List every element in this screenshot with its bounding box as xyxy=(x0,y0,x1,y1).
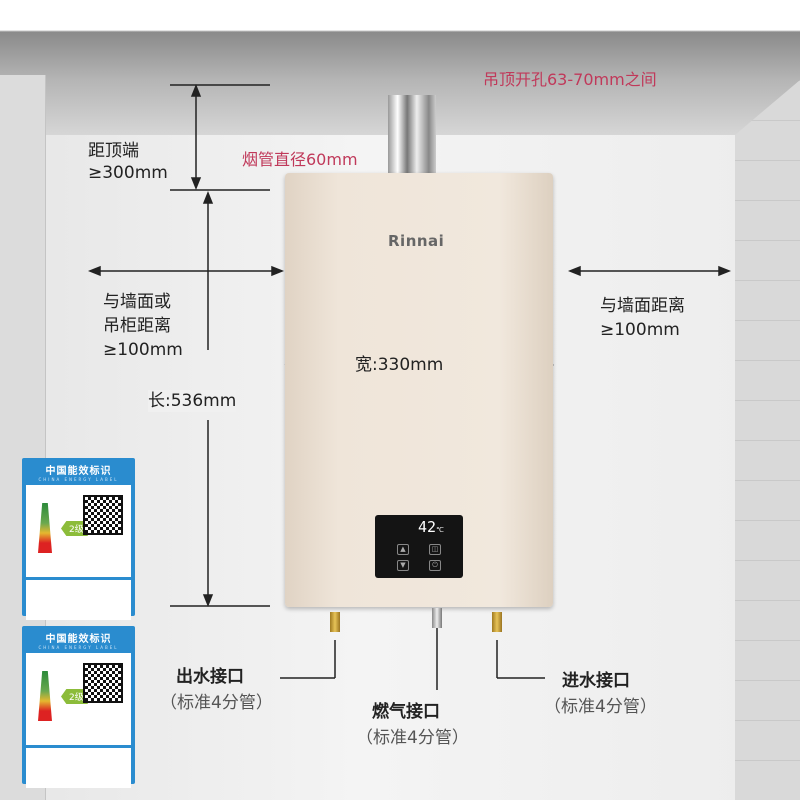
energy-label-2: 中国能效标识 CHINA ENERGY LABEL 2级 xyxy=(22,626,135,788)
brand-logo: Rinnai xyxy=(388,232,445,250)
gas-port-spec: （标准4分管） xyxy=(356,728,469,748)
inlet-fitting xyxy=(492,612,502,632)
inlet-port-name: 进水接口 xyxy=(562,671,630,691)
gas-port-name: 燃气接口 xyxy=(372,702,440,722)
energy-label-footer xyxy=(26,748,131,788)
energy-label-title: 中国能效标识 xyxy=(45,634,112,645)
energy-label-subtitle: CHINA ENERGY LABEL xyxy=(38,645,119,650)
outlet-port-name: 出水接口 xyxy=(176,667,244,687)
top-clearance-line1: 距顶端 xyxy=(88,141,139,161)
right-clearance-label: 与墙面距离 ≥100mm xyxy=(600,294,685,342)
up-button[interactable]: ▲ xyxy=(397,544,409,555)
top-clearance-line2: ≥300mm xyxy=(88,163,168,183)
left-clearance-label: 与墙面或吊柜距离 ≥100mm xyxy=(103,290,183,362)
energy-label-1: 中国能效标识 CHINA ENERGY LABEL 2级 xyxy=(22,458,135,620)
right-clearance-line1: 与墙面距离 xyxy=(600,296,685,316)
left-clearance-line3: ≥100mm xyxy=(103,340,183,360)
energy-label-subtitle: CHINA ENERGY LABEL xyxy=(38,477,119,482)
flue-diameter-note: 烟管直径60mm xyxy=(242,150,358,169)
temperature-unit: ℃ xyxy=(436,526,444,534)
height-label: 长:536mm xyxy=(148,390,237,412)
ceiling-hole-note: 吊顶开孔63-70mm之间 xyxy=(483,70,657,89)
qr-code xyxy=(83,663,123,703)
outlet-fitting xyxy=(330,612,340,632)
top-clearance-label: 距顶端≥300mm xyxy=(88,140,168,184)
power-button[interactable]: ⏻ xyxy=(429,560,441,571)
control-panel: ▲ ▼ ◫ ⏻ xyxy=(375,515,463,578)
left-clearance-line2: 吊柜距离 xyxy=(103,316,171,336)
efficiency-bars xyxy=(38,671,52,721)
energy-label-footer xyxy=(26,580,131,620)
grade-badge: 2级 xyxy=(61,521,88,536)
left-clearance-line1: 与墙面或 xyxy=(103,292,171,312)
width-label: 宽:330mm xyxy=(355,355,444,375)
qr-code xyxy=(83,495,123,535)
right-clearance-line2: ≥100mm xyxy=(600,320,680,340)
grade-badge: 2级 xyxy=(61,689,88,704)
energy-label-title: 中国能效标识 xyxy=(45,466,112,477)
temperature-readout: 42℃ xyxy=(418,518,444,536)
inlet-port-spec: （标准4分管） xyxy=(544,697,657,717)
mode-button[interactable]: ◫ xyxy=(429,544,441,555)
down-button[interactable]: ▼ xyxy=(397,560,409,571)
efficiency-bars xyxy=(38,503,52,553)
outlet-port-spec: （标准4分管） xyxy=(160,693,273,713)
gas-fitting xyxy=(432,608,442,628)
right-wall-tiles xyxy=(735,80,800,800)
temperature-value: 42 xyxy=(418,518,437,536)
flue-pipe xyxy=(388,95,436,175)
